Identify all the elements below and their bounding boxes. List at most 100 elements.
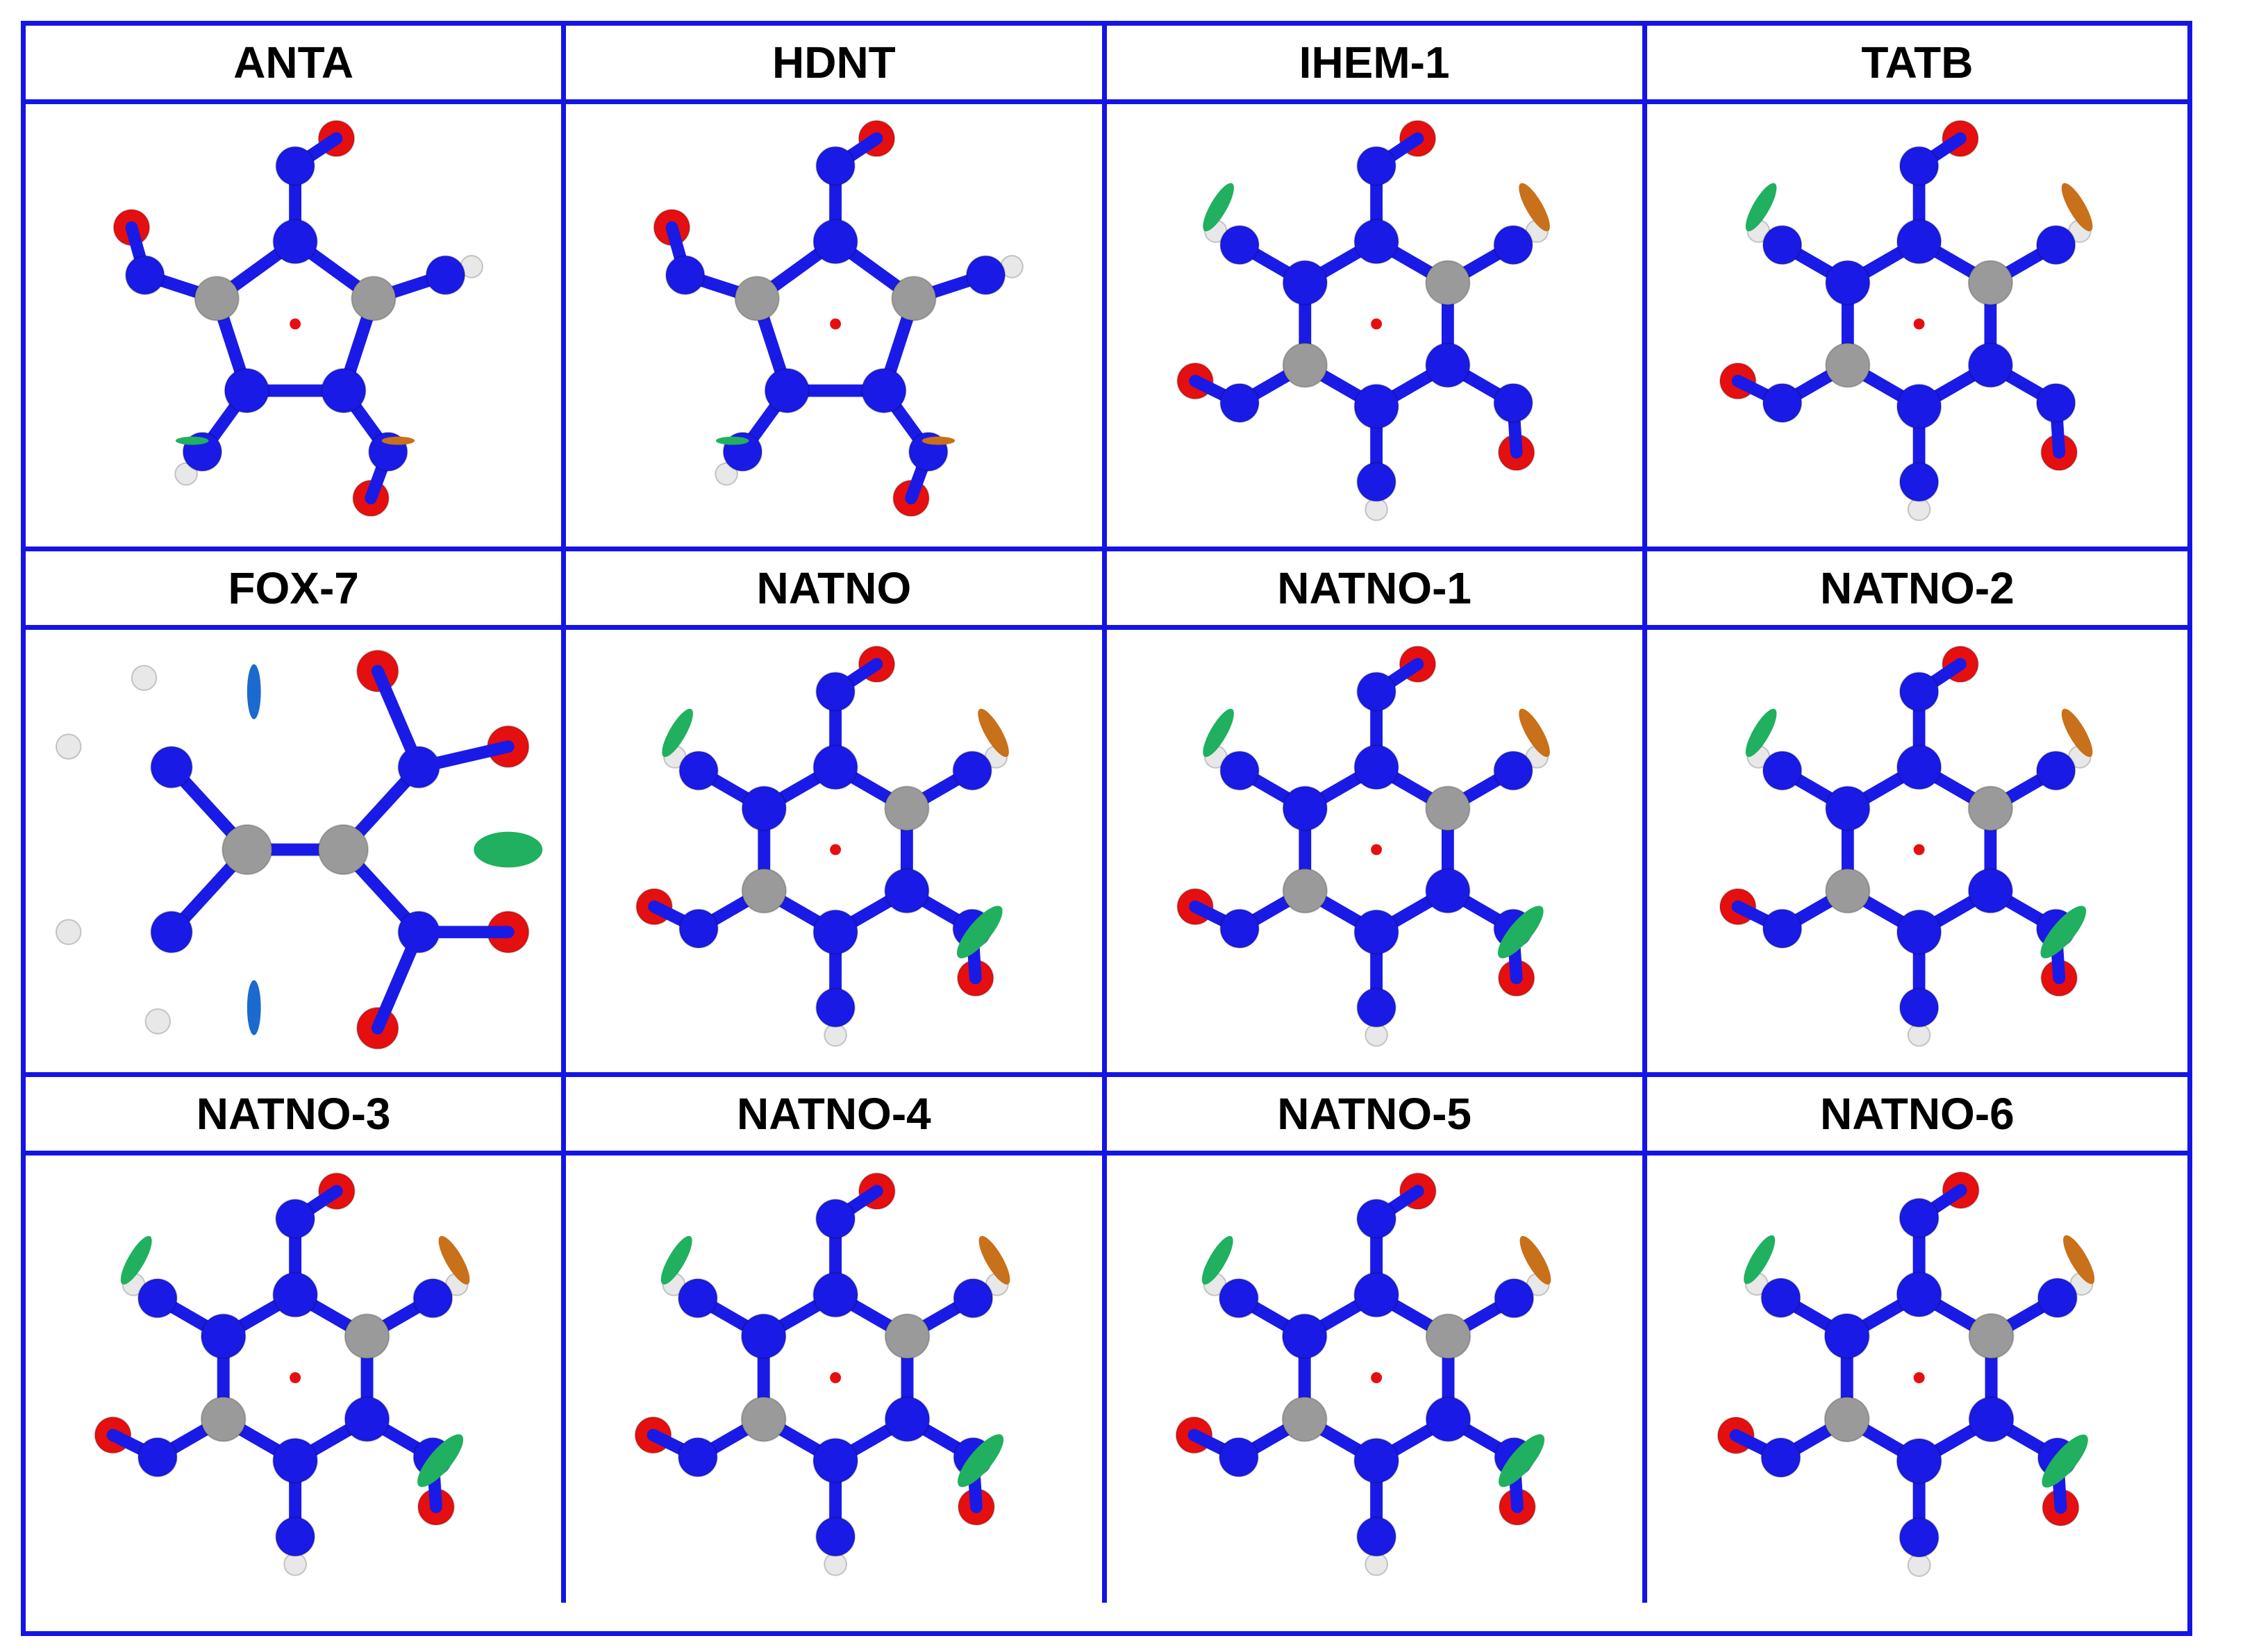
panel-label: NATNO-2 (1646, 551, 2187, 630)
nitrogen-atom (1896, 383, 1942, 429)
nitrogen-atom (1353, 1437, 1399, 1484)
molecule-structure-image (1719, 645, 2093, 1047)
bond (412, 740, 515, 774)
molecule-structure-image (94, 1172, 470, 1576)
molecule-structure-image (1175, 1172, 1551, 1576)
nitrogen-atom (861, 367, 907, 414)
nitrogen-atom (741, 785, 787, 831)
nitrogen-atom (1896, 1438, 1942, 1484)
nitrogen-atom (1899, 671, 1940, 712)
ring-critical-point (830, 318, 842, 330)
nitrogen-atom (1219, 225, 1260, 265)
nitrogen-atom (966, 255, 1006, 295)
nitrogen-atom (137, 1278, 178, 1319)
carbon-atom (222, 824, 273, 876)
isosurface-blob (1518, 183, 1550, 232)
panel-label: ANTA (26, 26, 567, 104)
molecule-panel (26, 630, 567, 1077)
molecule-panel (1107, 1155, 1647, 1603)
nitrogen-atom (275, 1199, 315, 1239)
isosurface-blob (247, 664, 261, 719)
carbon-atom (194, 276, 240, 322)
nitrogen-atom (678, 1278, 719, 1319)
hydrogen-atom (55, 733, 82, 760)
isosurface-blob (662, 708, 694, 758)
nitrogen-atom (1492, 225, 1533, 265)
molecule-structure-image (1719, 119, 2093, 522)
nitrogen-atom (1218, 1278, 1259, 1319)
carbon-atom (1424, 260, 1471, 306)
nitrogen-atom (1353, 383, 1399, 429)
panel-label: NATNO-6 (1646, 1077, 2187, 1155)
molecule-panel (1646, 630, 2187, 1077)
hydrogen-atom (131, 665, 158, 692)
nitrogen-atom (1356, 1199, 1396, 1239)
nitrogen-atom (884, 1396, 931, 1442)
nitrogen-atom (1896, 1271, 1942, 1317)
isosurface-blob (2040, 906, 2086, 958)
nitrogen-atom (665, 255, 706, 295)
nitrogen-atom (1219, 751, 1260, 791)
carbon-atom (1824, 868, 1871, 914)
molecule-panel (1647, 1155, 2187, 1603)
hydrogen-atom (715, 462, 739, 486)
isosurface-blob (978, 1235, 1010, 1285)
carbon-atom (741, 868, 787, 914)
ring-critical-point (1913, 1372, 1925, 1383)
nitrogen-atom (812, 909, 858, 955)
nitrogen-atom (815, 146, 856, 186)
isosurface-blob (1519, 1235, 1551, 1285)
ring-critical-point (830, 844, 842, 856)
panel-label: NATNO (566, 551, 1107, 630)
isosurface-blob (1202, 183, 1234, 232)
nitrogen-atom (321, 367, 367, 414)
nitrogen-atom (2035, 383, 2076, 423)
carbon-atom (1824, 342, 1871, 388)
nitrogen-atom (1353, 1271, 1399, 1318)
nitrogen-atom (150, 910, 193, 953)
nitrogen-atom (1896, 909, 1942, 955)
isosurface-blob (120, 1235, 152, 1285)
isosurface-blob (2061, 183, 2093, 232)
carbon-atom (317, 824, 369, 876)
nitrogen-atom (1896, 219, 1942, 265)
nitrogen-atom (1356, 146, 1396, 186)
nitrogen-atom (815, 1199, 856, 1239)
nitrogen-atom (1356, 1517, 1396, 1557)
nitrogen-atom (1356, 987, 1396, 1028)
isosurface-blob (2062, 1235, 2094, 1285)
carbon-atom (884, 1313, 931, 1360)
nitrogen-atom (1762, 383, 1803, 423)
nitrogen-atom (150, 746, 193, 789)
panel-label: NATNO-4 (566, 1077, 1107, 1155)
isosurface-blob (2042, 1434, 2088, 1488)
carbon-atom (351, 276, 397, 322)
nitrogen-atom (1492, 751, 1533, 791)
nitrogen-atom (272, 1271, 318, 1318)
isosurface-blob (175, 436, 209, 445)
nitrogen-atom (1424, 342, 1471, 388)
isosurface-blob (1745, 708, 1777, 758)
carbon-atom (884, 785, 930, 831)
hydrogen-atom (174, 462, 198, 486)
nitrogen-atom (1219, 908, 1260, 949)
molecule-panel (566, 104, 1107, 551)
nitrogen-atom (764, 367, 810, 414)
carbon-atom (1282, 868, 1328, 914)
nitrogen-atom (1282, 785, 1328, 831)
nitrogen-atom (1824, 1313, 1870, 1359)
ring-critical-point (1370, 844, 1382, 856)
molecule-structure-image (635, 645, 1010, 1047)
molecule-panel (1646, 104, 2187, 551)
nitrogen-atom (1899, 462, 1940, 502)
isosurface-blob (957, 906, 1003, 958)
panel-label: FOX-7 (26, 551, 567, 630)
nitrogen-atom (815, 1517, 856, 1557)
ring-critical-point (290, 1372, 301, 1383)
panel-label: IHEM-1 (1106, 26, 1647, 104)
nitrogen-atom (815, 987, 856, 1028)
molecule-structure-image (1717, 1171, 2094, 1577)
nitrogen-atom (812, 744, 858, 790)
molecule-panel (26, 104, 567, 551)
carbon-atom (1281, 1396, 1328, 1442)
